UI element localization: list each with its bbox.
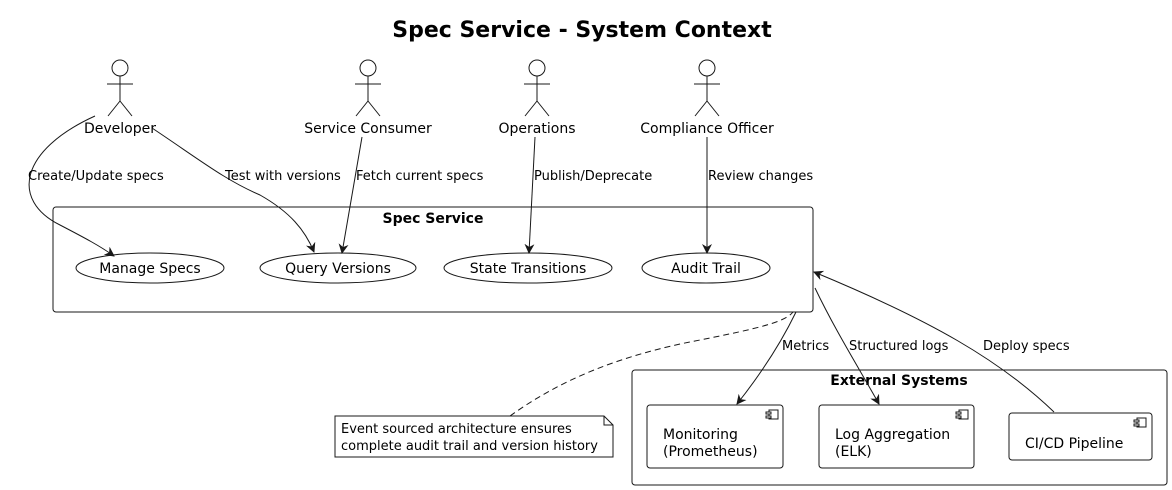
actor-operations: Operations: [499, 59, 576, 137]
edge-label-fetch-current: Fetch current specs: [356, 169, 484, 184]
use-case-query-versions: Query Versions: [259, 252, 417, 284]
use-case-label-state-transitions: State Transitions: [470, 261, 587, 277]
actor-service-consumer: Service Consumer: [304, 59, 432, 137]
edge-fetch-current: Fetch current specs: [338, 136, 484, 254]
edge-label-publish-deprecate: Publish/Deprecate: [534, 169, 652, 184]
use-case-audit-trail: Audit Trail: [641, 252, 771, 284]
component-cicd-pipeline: CI/CD Pipeline: [1008, 412, 1153, 461]
use-case-manage-specs: Manage Specs: [75, 252, 225, 284]
edge-metrics: Metrics: [736, 311, 829, 405]
component-log-aggregation: Log Aggregation (ELK): [818, 404, 975, 469]
operations-stick-figure-icon: [524, 59, 550, 117]
cicd-pipeline-label: CI/CD Pipeline: [1025, 436, 1123, 452]
component-icon: [765, 409, 779, 420]
edge-deploy-specs: Deploy specs: [813, 270, 1070, 413]
external-systems-label: External Systems: [830, 373, 967, 389]
actor-label-compliance-officer: Compliance Officer: [640, 121, 774, 137]
note-line-1: Event sourced architecture ensures: [341, 422, 572, 437]
spec-service-label: Spec Service: [383, 211, 484, 227]
use-case-state-transitions: State Transitions: [443, 252, 613, 284]
actor-label-service-consumer: Service Consumer: [304, 121, 432, 137]
developer-stick-figure-icon: [107, 59, 133, 117]
log-aggregation-label-line2: (ELK): [835, 444, 872, 460]
monitoring-label-line2: (Prometheus): [663, 444, 758, 460]
edge-structured-logs: Structured logs: [814, 287, 949, 405]
edge-label-test-versions: Test with versions: [224, 169, 341, 184]
component-monitoring: Monitoring (Prometheus): [646, 404, 784, 469]
actor-label-operations: Operations: [499, 121, 576, 137]
use-case-label-manage-specs: Manage Specs: [99, 261, 200, 277]
log-aggregation-label-line1: Log Aggregation: [835, 427, 950, 443]
actor-developer: Developer: [84, 59, 156, 137]
edge-label-deploy-specs: Deploy specs: [983, 339, 1070, 354]
diagram-title: Spec Service - System Context: [392, 18, 772, 43]
use-case-label-audit-trail: Audit Trail: [671, 261, 741, 277]
actor-compliance-officer: Compliance Officer: [640, 59, 774, 137]
external-systems-package: External Systems Monitoring (Prometheus)…: [631, 369, 1168, 486]
edge-label-review-changes: Review changes: [708, 169, 813, 184]
edge-label-metrics: Metrics: [782, 339, 829, 354]
edge-create-update: Create/Update specs: [28, 115, 164, 257]
service-consumer-stick-figure-icon: [355, 59, 381, 117]
actor-label-developer: Developer: [84, 121, 156, 137]
component-icon: [1133, 417, 1147, 428]
compliance-officer-stick-figure-icon: [694, 59, 720, 117]
spec-service-package: Spec Service Manage Specs Query Versions…: [52, 206, 814, 313]
component-icon: [955, 409, 969, 420]
note-connector: [509, 311, 794, 417]
edge-label-create-update: Create/Update specs: [28, 169, 164, 184]
edge-label-structured-logs: Structured logs: [849, 339, 949, 354]
use-case-label-query-versions: Query Versions: [285, 261, 391, 277]
edge-review-changes: Review changes: [702, 137, 813, 254]
edge-publish-deprecate: Publish/Deprecate: [524, 136, 652, 254]
monitoring-label-line1: Monitoring: [663, 427, 738, 443]
edge-test-versions: Test with versions: [151, 127, 341, 253]
architecture-note: Event sourced architecture ensures compl…: [334, 311, 794, 458]
note-line-2: complete audit trail and version history: [341, 439, 598, 454]
